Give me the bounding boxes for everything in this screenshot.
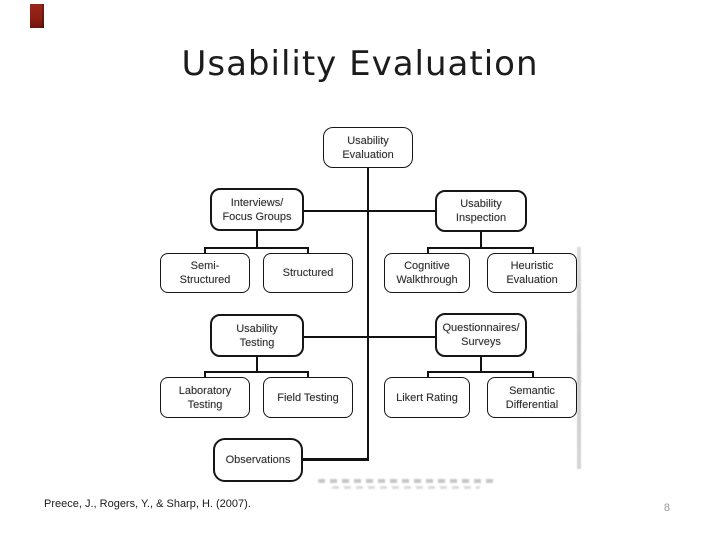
node-label: Observations [225,454,291,466]
connector-stub-field [306,370,309,378]
connector-row1-horizontal [304,209,435,212]
connector-stub-likert [426,370,429,378]
node-label: Interviews/ Focus Groups [222,196,292,223]
node-label: Questionnaires/ Surveys [442,322,520,348]
node-label: Usability Testing [236,322,278,349]
node-laboratory-testing: Laboratory Testing [160,377,250,418]
connector-stub-structured [306,246,309,254]
connector-bar-testing-children [204,370,309,373]
node-structured: Structured [263,253,353,293]
connector-trunk [366,168,370,461]
node-label: Heuristic Evaluation [506,260,558,286]
cropped-caption-artifact [332,486,480,489]
connector-row2-horizontal [304,335,437,338]
node-field-testing: Field Testing [263,377,353,418]
node-semantic-differential: Semantic Differential [487,377,577,418]
connector-bar-interviews-children [204,246,309,249]
node-label: Semantic Differential [505,384,559,411]
connector-questionnaires-stub [480,357,482,372]
node-usability-testing: Usability Testing [210,314,304,357]
node-label: Structured [282,267,334,279]
node-label: Cognitive Walkthrough [396,260,458,286]
node-heuristic-evaluation: Heuristic Evaluation [487,253,577,293]
node-cognitive-walkthrough: Cognitive Walkthrough [384,253,470,293]
node-label: Laboratory Testing [178,384,232,411]
node-label: Usability Inspection [455,198,507,224]
page-number: 8 [663,502,670,514]
scan-edge-artifact [577,247,581,469]
connector-stub-semantic [531,370,534,378]
node-observations: Observations [213,438,303,482]
node-usability-inspection: Usability Inspection [435,190,527,232]
connector-inspection-stub [480,232,482,248]
connector-stub-cognitive [426,246,429,254]
connector-interviews-stub [256,231,258,248]
node-usability-evaluation: Usability Evaluation [323,127,413,168]
node-label: Likert Rating [396,391,458,404]
slide-citation: Preece, J., Rogers, Y., & Sharp, H. (200… [44,498,251,510]
red-accent-mark [30,4,44,28]
node-label: Field Testing [277,391,339,404]
connector-stub-semi [204,246,206,254]
node-questionnaires-surveys: Questionnaires/ Surveys [435,313,527,357]
connector-bar-inspection-children [426,246,534,249]
connector-testing-stub [256,357,258,372]
connector-observations-elbow [303,458,369,461]
node-label: Semi- Structured [179,260,231,286]
connector-bar-questionnaires-children [426,370,534,373]
node-label: Usability Evaluation [342,134,394,161]
node-interviews-focus-groups: Interviews/ Focus Groups [210,188,304,231]
connector-stub-heuristic [531,246,534,254]
connector-stub-laboratory [204,370,206,378]
slide-title: Usability Evaluation [181,44,539,84]
node-likert-rating: Likert Rating [384,377,470,418]
cropped-caption-artifact [318,479,496,483]
node-semi-structured: Semi- Structured [160,253,250,293]
